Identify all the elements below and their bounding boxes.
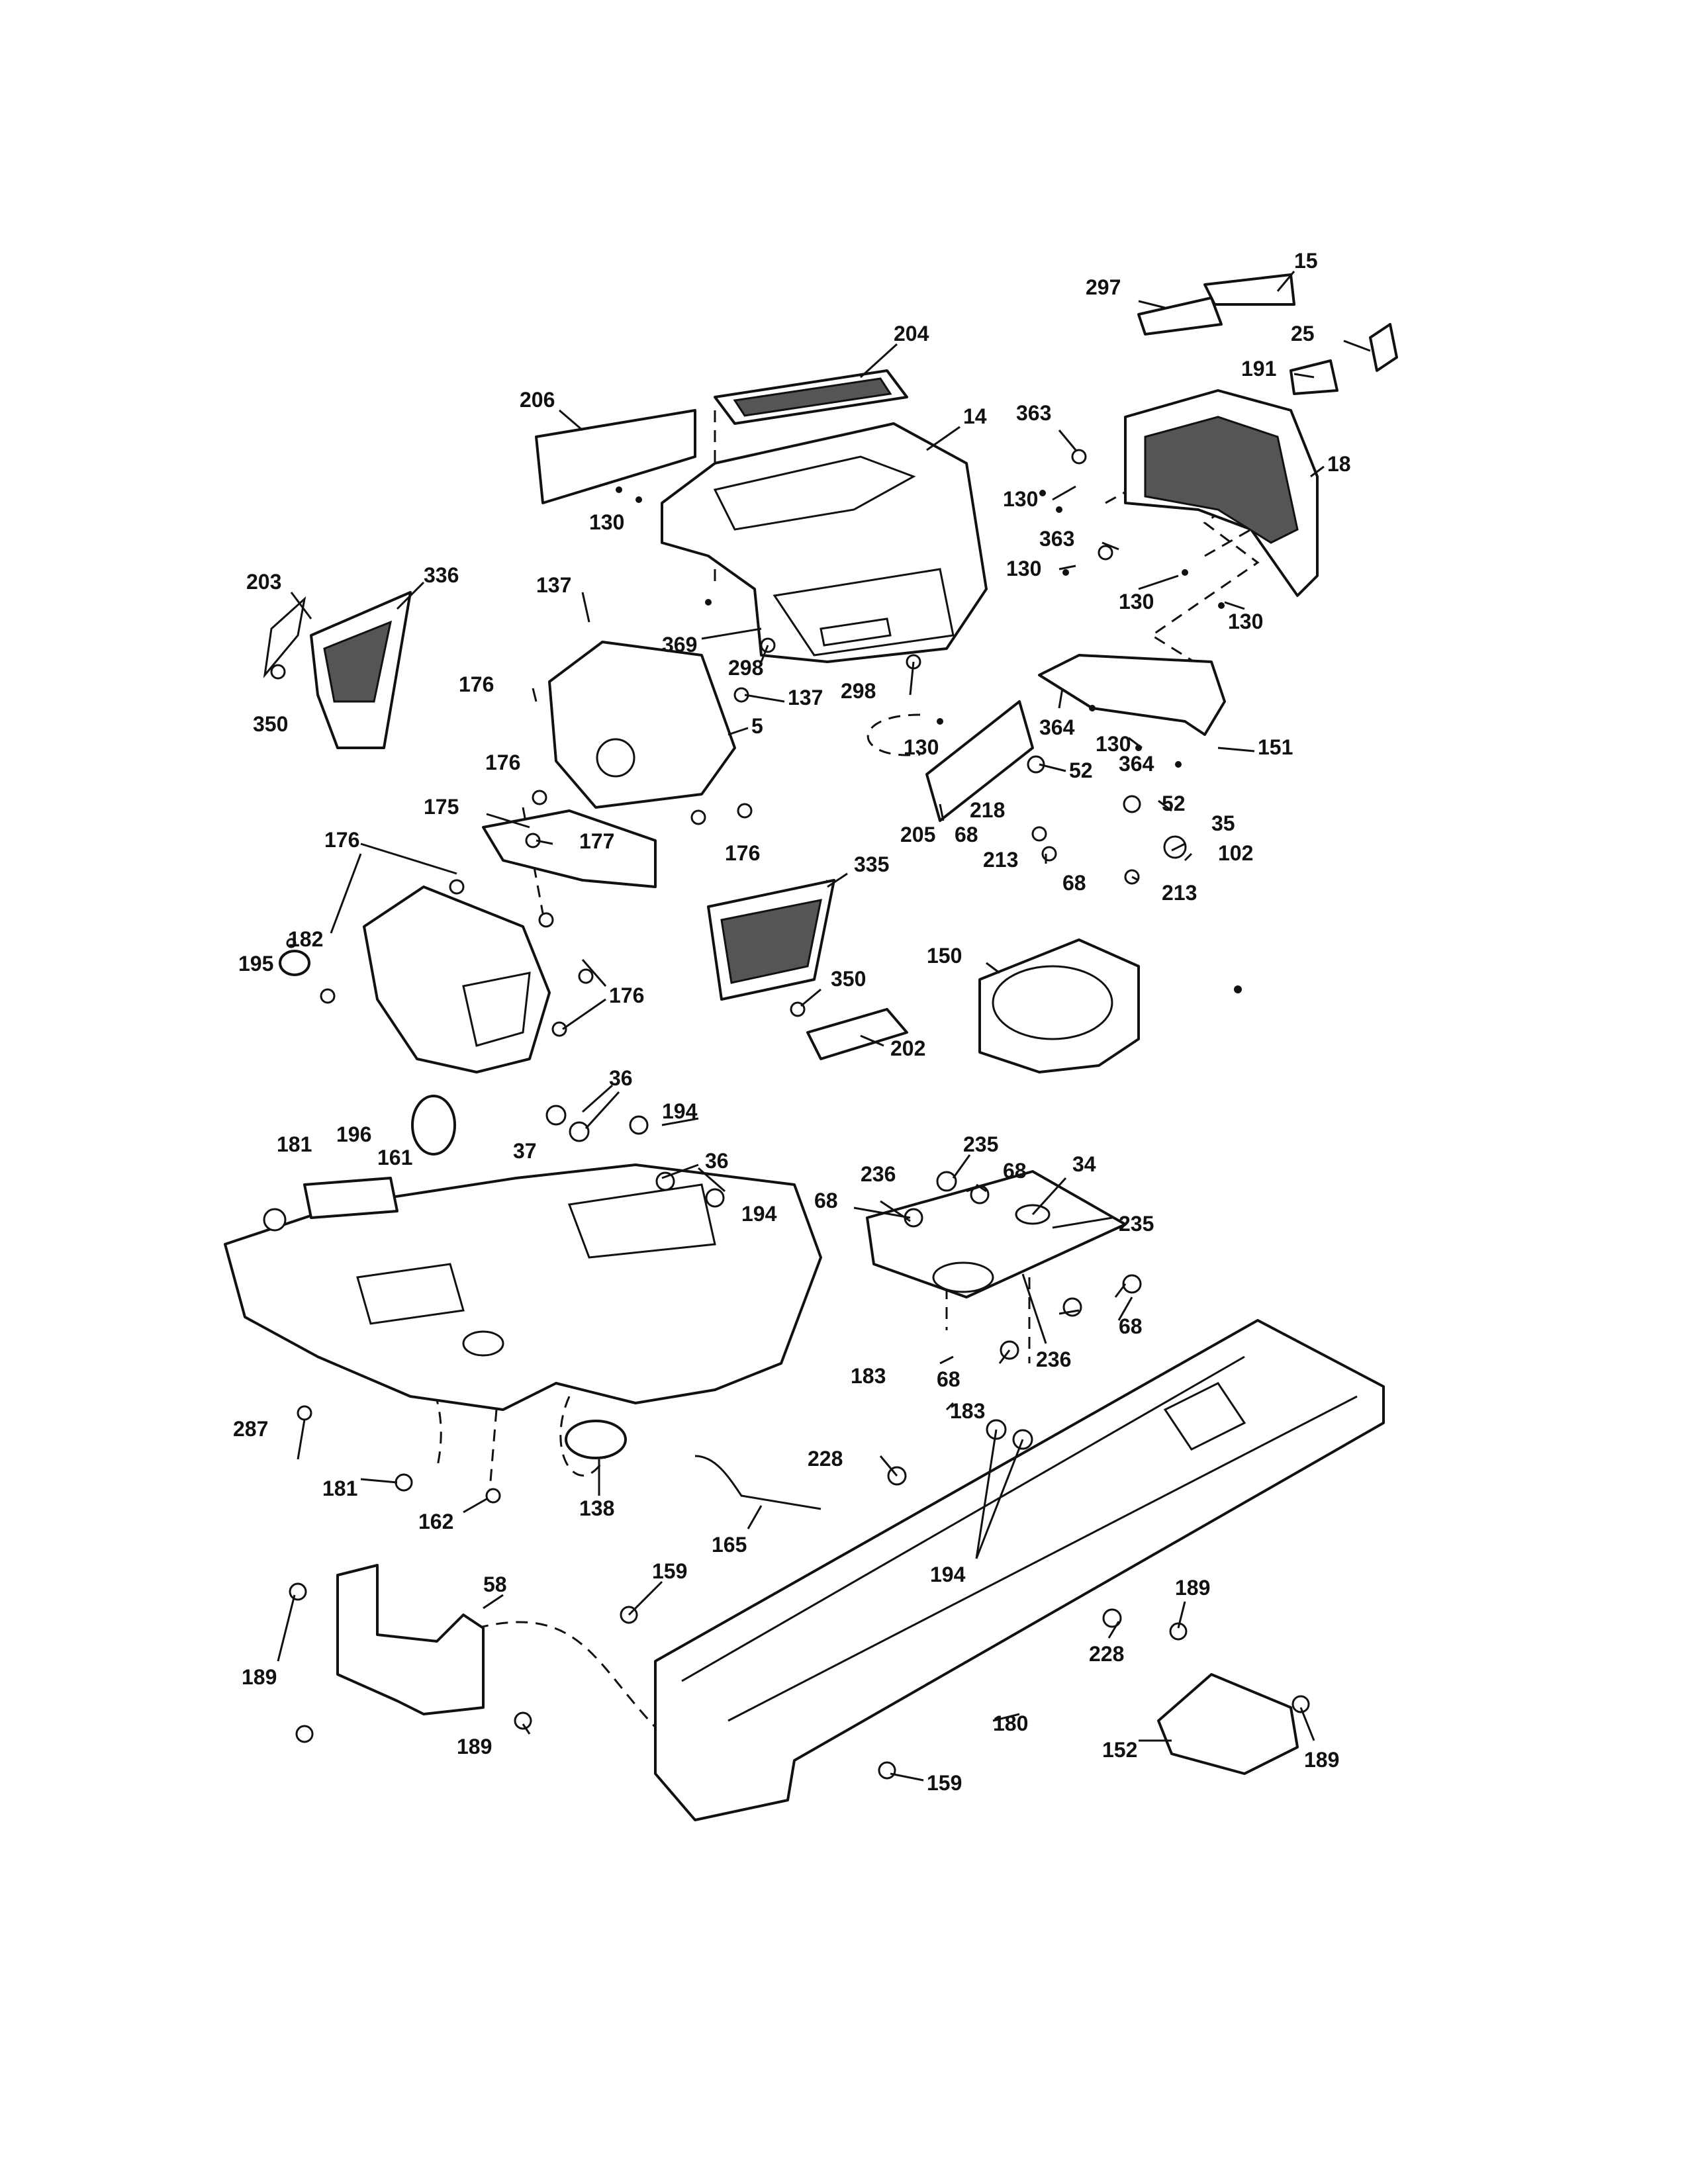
- callout-176-cowl-top: 176: [324, 828, 359, 852]
- callout-130-hood: 130: [589, 510, 624, 534]
- callout-204: 204: [894, 322, 929, 345]
- callout-162: 162: [418, 1510, 453, 1533]
- callout-191: 191: [1241, 357, 1276, 381]
- callout-369: 369: [662, 633, 697, 657]
- callout-228-bottom: 228: [1089, 1642, 1124, 1666]
- callout-189-right-top: 189: [1175, 1576, 1210, 1600]
- dash-assembly: [263, 591, 1140, 1073]
- callout-14: 14: [963, 404, 987, 428]
- callout-206: 206: [520, 388, 555, 412]
- callout-68-seat-left: 68: [814, 1189, 838, 1212]
- callout-335: 335: [854, 852, 889, 876]
- callout-228-top: 228: [808, 1447, 843, 1471]
- callout-189-right-bottom: 189: [1304, 1748, 1339, 1772]
- callout-25: 25: [1291, 322, 1315, 345]
- callout-68-seat-bottom: 68: [937, 1367, 961, 1391]
- callout-5: 5: [751, 714, 763, 738]
- callout-195: 195: [238, 952, 273, 976]
- callout-137-top: 137: [536, 573, 571, 597]
- callout-236-bottom: 236: [1036, 1347, 1071, 1371]
- callout-labels: 15 297 204 25 191 206 14 363 18 130 130 …: [233, 249, 1351, 1795]
- callout-203: 203: [246, 570, 281, 594]
- callout-363-mid: 363: [1039, 527, 1074, 551]
- callout-183-left: 183: [851, 1364, 886, 1388]
- callout-235-right: 235: [1119, 1212, 1154, 1236]
- frame-assembly: [336, 1319, 1385, 1821]
- callout-152: 152: [1102, 1738, 1137, 1762]
- callout-363-top: 363: [1016, 401, 1051, 425]
- callout-298-side: 298: [841, 679, 876, 703]
- callout-364-mid: 364: [1119, 752, 1154, 776]
- callout-180: 180: [993, 1711, 1028, 1735]
- callout-196: 196: [336, 1122, 371, 1146]
- callout-189-left-top: 189: [242, 1665, 277, 1689]
- callout-176-cowl-right: 176: [609, 983, 644, 1007]
- callout-138: 138: [579, 1496, 614, 1520]
- callout-34: 34: [1072, 1152, 1096, 1176]
- callout-236-top: 236: [861, 1162, 896, 1186]
- callout-159-top: 159: [652, 1559, 687, 1583]
- callout-36-bottom: 36: [705, 1149, 729, 1173]
- callout-159-bottom: 159: [927, 1771, 962, 1795]
- callout-68-bottom: 68: [1062, 871, 1086, 895]
- callout-35: 35: [1211, 811, 1235, 835]
- callout-52-right: 52: [1162, 792, 1186, 815]
- callout-213-left: 213: [983, 848, 1018, 872]
- callout-182: 182: [288, 927, 323, 951]
- callout-213-right: 213: [1162, 881, 1197, 905]
- callout-68-seat-top: 68: [1003, 1159, 1027, 1183]
- callout-52-top: 52: [1069, 758, 1093, 782]
- callout-183-right: 183: [950, 1399, 985, 1423]
- callout-130-right: 130: [1228, 610, 1263, 633]
- callout-68-seat-right: 68: [1119, 1314, 1143, 1338]
- callout-130-center: 130: [1119, 590, 1154, 614]
- callout-137-right: 137: [788, 686, 823, 709]
- fender-assembly: [224, 1095, 1127, 1459]
- callout-297: 297: [1086, 275, 1121, 299]
- callout-37: 37: [513, 1139, 537, 1163]
- callout-151: 151: [1258, 735, 1293, 759]
- callout-350-left: 350: [253, 712, 288, 736]
- callout-235-top: 235: [963, 1132, 998, 1156]
- leader-lines: [277, 271, 1371, 1782]
- callout-130-grille: 130: [1003, 487, 1038, 511]
- callout-202: 202: [890, 1036, 925, 1060]
- callout-36-top: 36: [609, 1066, 633, 1090]
- callout-176-dash-top: 176: [459, 672, 494, 696]
- callout-205: 205: [900, 823, 935, 846]
- callout-298-hood: 298: [728, 656, 763, 680]
- callout-165: 165: [712, 1533, 747, 1557]
- callout-176-dash-bottom: 176: [725, 841, 760, 865]
- callout-130-panel: 130: [904, 735, 939, 759]
- callout-15: 15: [1294, 249, 1318, 273]
- callout-177: 177: [579, 829, 614, 853]
- callout-181-top: 181: [277, 1132, 312, 1156]
- hood-assembly: [535, 273, 1398, 822]
- callout-194-top: 194: [662, 1099, 698, 1123]
- callout-181-bottom: 181: [322, 1477, 357, 1500]
- callout-175: 175: [424, 795, 459, 819]
- callout-68-top: 68: [955, 823, 978, 846]
- callout-364-top: 364: [1039, 715, 1075, 739]
- callout-161: 161: [377, 1146, 412, 1169]
- callout-130-bracket: 130: [1096, 732, 1131, 756]
- callout-194-mid: 194: [741, 1202, 777, 1226]
- callout-176-dash-left: 176: [485, 751, 520, 774]
- callout-287: 287: [233, 1417, 268, 1441]
- callout-189-left-bottom: 189: [457, 1735, 492, 1758]
- callout-18: 18: [1327, 452, 1351, 476]
- callout-194-frame: 194: [930, 1563, 966, 1586]
- callout-58: 58: [483, 1572, 507, 1596]
- callout-102: 102: [1218, 841, 1253, 865]
- callout-336: 336: [424, 563, 459, 587]
- callout-130-left: 130: [1006, 557, 1041, 580]
- callout-218: 218: [970, 798, 1005, 822]
- callout-150: 150: [927, 944, 962, 968]
- callout-350-center: 350: [831, 967, 866, 991]
